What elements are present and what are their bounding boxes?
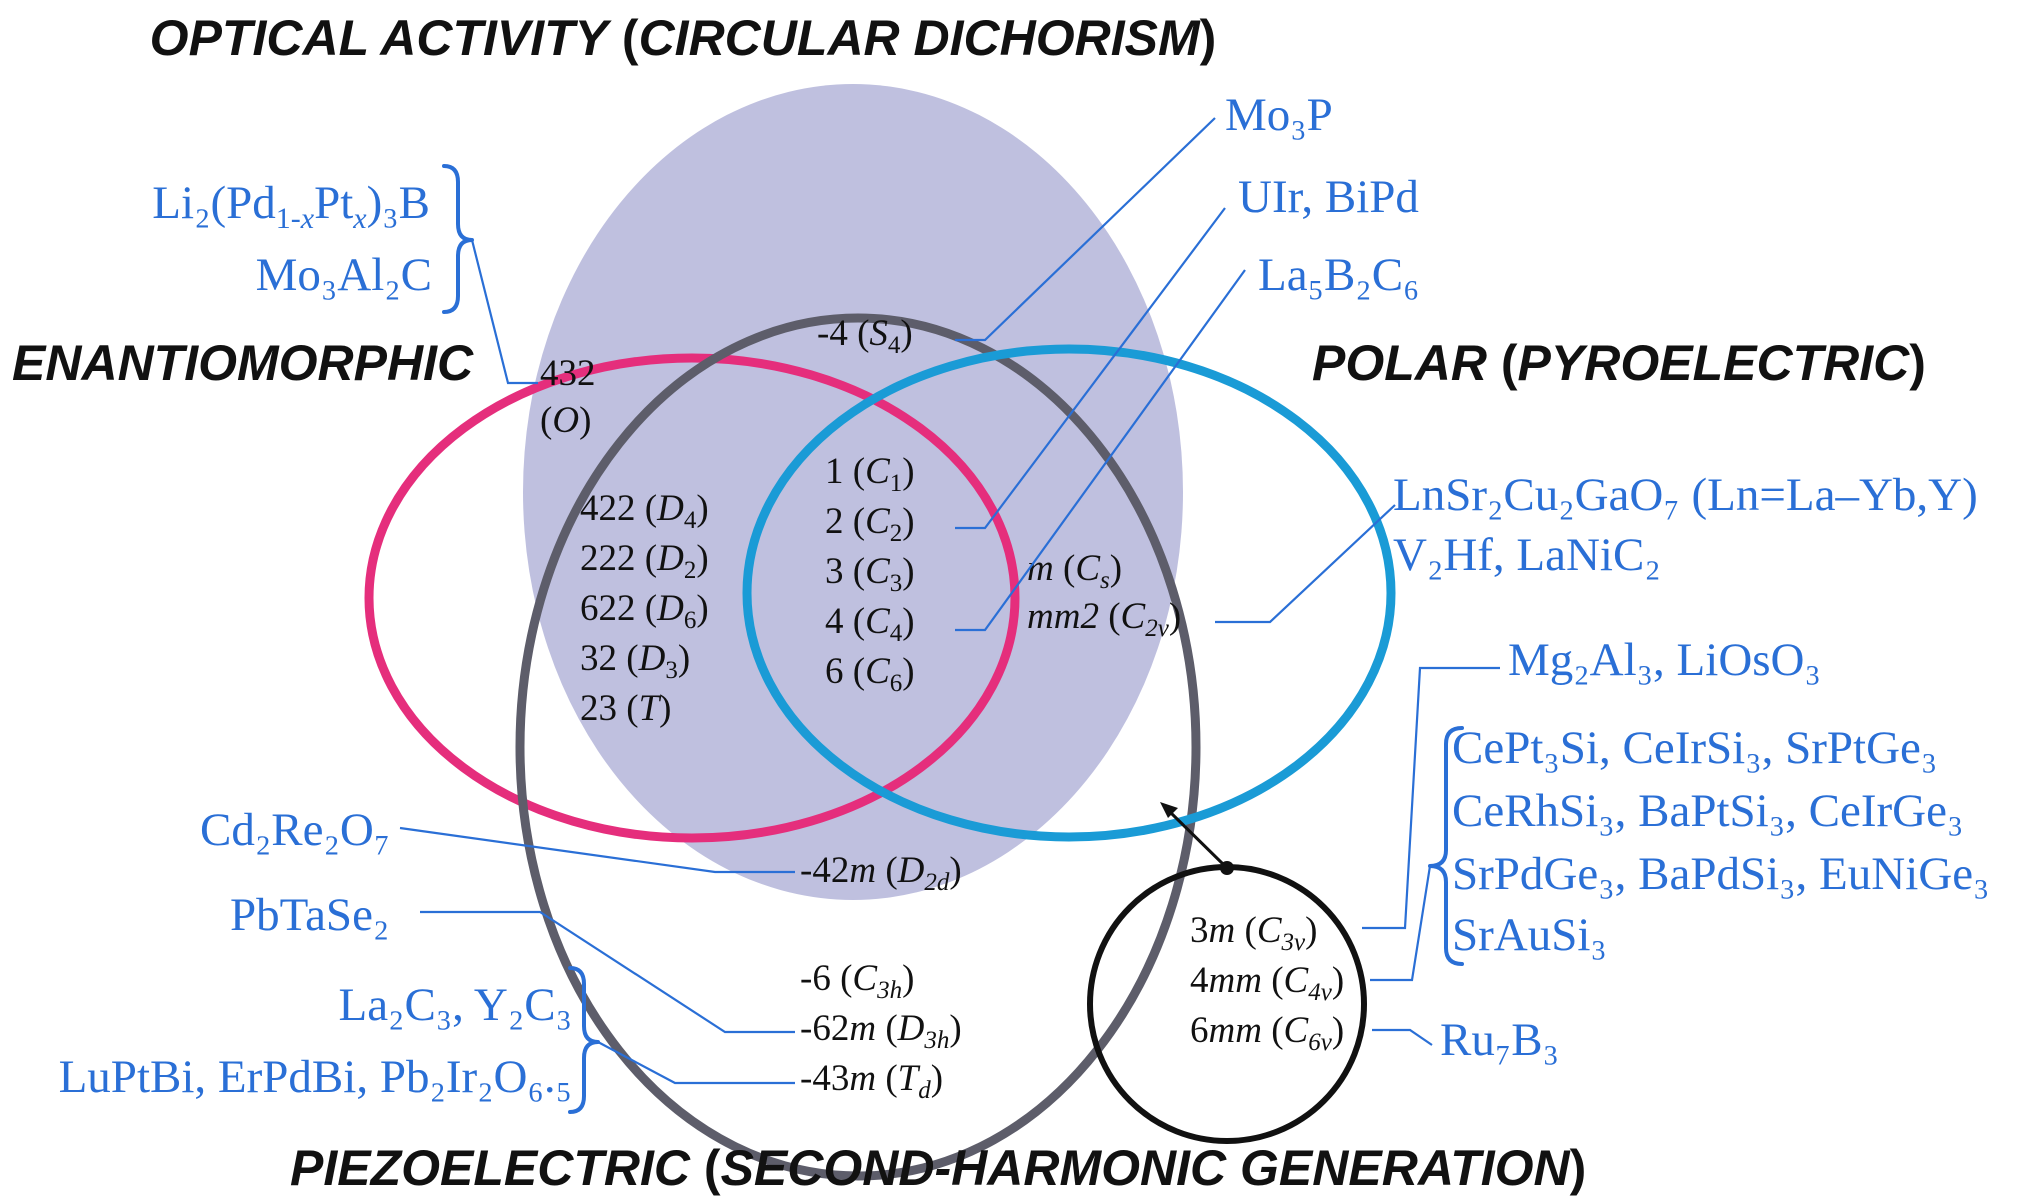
point-group-mm2: mm2 (C2v)	[1027, 596, 1181, 642]
subgroup-arrow-dot	[1220, 861, 1234, 875]
leader-c4v-list	[1370, 865, 1432, 982]
heading-polar: POLAR (PYROELECTRIC)	[1312, 335, 1926, 391]
point-group-minus6: -6 (C3h)	[800, 958, 914, 1004]
optical-activity-ellipse	[523, 84, 1183, 900]
point-group-m: m (Cs)	[1027, 548, 1122, 594]
material-li2pdptb: Li₂(Pd1-xPtx)₃B	[152, 177, 430, 235]
material-mg2al3-liosO3: Mg₂Al₃, LiOsO₃	[1508, 634, 1821, 686]
material-c4v-row-1: CePt₃Si, CeIrSi₃, SrPtGe₃	[1452, 722, 1937, 774]
material-v2hf-lanic2: V₂Hf, LaNiC₂	[1393, 529, 1661, 581]
polar-ring	[742, 344, 1396, 842]
material-luptbi: LuPtBi, ErPdBi, Pb₂Ir₂O₆.₅	[59, 1051, 572, 1103]
material-la2c3-y2c3: La₂C₃, Y₂C₃	[338, 979, 572, 1031]
point-group-o: (O)	[540, 400, 591, 441]
point-group-432: 432	[540, 353, 596, 394]
material-la5b2c6: La₅B₂C₆	[1258, 249, 1419, 301]
subgroup-arrowhead	[1160, 802, 1178, 818]
enantiomorphic-ring	[364, 353, 1020, 843]
point-group-622: 622 (D6)	[580, 588, 709, 634]
heading-piezoelectric: PIEZOELECTRIC (SECOND-HARMONIC GENERATIO…	[290, 1140, 1586, 1196]
leader-uir-bipd	[955, 207, 1226, 530]
point-group-422: 422 (D4)	[580, 488, 709, 534]
material-c4v-row-4: SrAuSi₃	[1452, 909, 1607, 961]
point-group-3m: 3m (C3v)	[1190, 910, 1317, 956]
brace-li2-mo3al2c	[442, 164, 474, 314]
material-ru7b3: Ru₇B₃	[1440, 1014, 1559, 1066]
leader-la5b2c6	[955, 269, 1246, 632]
point-group-3: 3 (C3)	[825, 551, 915, 597]
leader-li2-mo3al2c	[470, 239, 538, 385]
point-group-4mm: 4mm (C4v)	[1190, 960, 1344, 1006]
material-lnsr2cu2gao7: LnSr₂Cu₂GaO₇ (Ln=La–Yb,Y)	[1393, 469, 1978, 521]
material-mo3al2c: Mo₃Al₂C	[256, 249, 432, 301]
leader-lnsr-v2hf	[1215, 504, 1396, 624]
point-group-minus43m: -43m (Td)	[800, 1058, 943, 1104]
material-cd2re2o7: Cd₂Re₂O₇	[200, 804, 390, 856]
leader-ru7b3	[1372, 1028, 1433, 1046]
leader-la2c3-luptbi	[597, 1041, 795, 1085]
material-mo3p: Mo₃P	[1225, 89, 1333, 141]
leader-cd2re2o7	[399, 826, 795, 874]
piezoelectric-ring	[515, 313, 1201, 1181]
material-uir-bipd: UIr, BiPd	[1238, 171, 1419, 223]
material-c4v-row-3: SrPdGe₃, BaPdSi₃, EuNiGe₃	[1452, 848, 1989, 900]
material-c4v-row-2: CeRhSi₃, BaPtSi₃, CeIrGe₃	[1452, 785, 1963, 837]
leader-pbtase2	[420, 910, 795, 1034]
heading-optical-activity: OPTICAL ACTIVITY (CIRCULAR DICHORISM)	[150, 10, 1217, 66]
heading-enantiomorphic: ENANTIOMORPHIC	[12, 335, 474, 391]
material-pbtase2: PbTaSe₂	[230, 889, 389, 941]
point-group-minus62m: -62m (D3h)	[800, 1008, 962, 1054]
point-group-6mm: 6mm (C6v)	[1190, 1010, 1344, 1056]
leader-mo3p	[955, 117, 1216, 342]
point-group-23: 23 (T)	[580, 688, 671, 729]
subgroup-arrow-line	[1168, 810, 1229, 870]
leader-mg2al3	[1362, 666, 1500, 930]
